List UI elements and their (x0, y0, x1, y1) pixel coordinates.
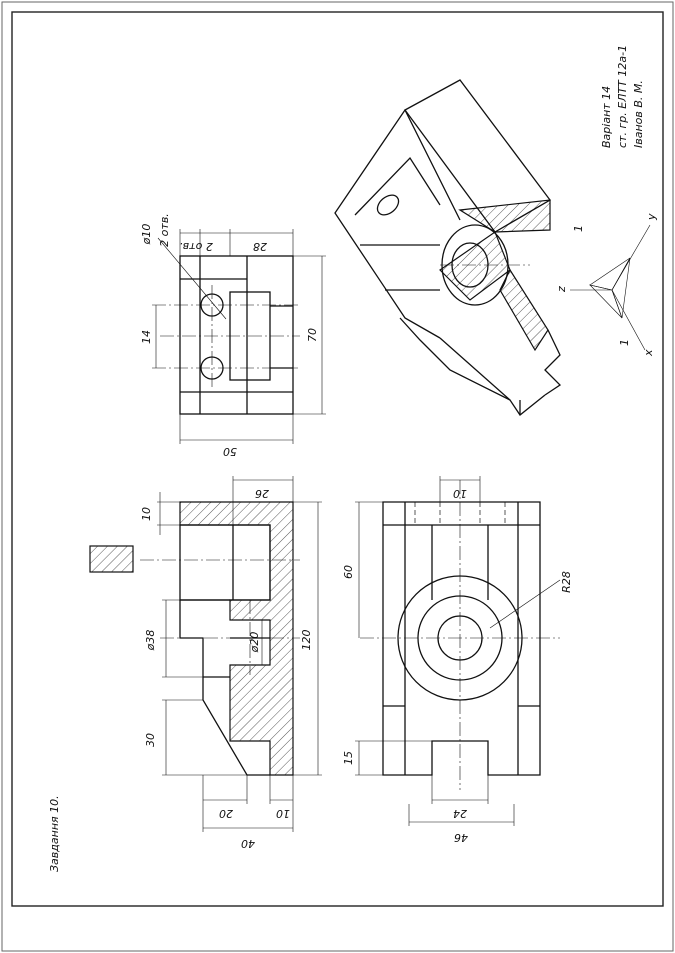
dim-side-15: 15 (342, 751, 355, 765)
dim-front-d38: ø38 (144, 630, 157, 652)
dim-front-10b: 10 (276, 807, 290, 820)
dim-wall-14: 2 отв. (179, 240, 213, 253)
dim-front-26: 26 (255, 487, 269, 500)
dim-front-30: 30 (144, 733, 157, 747)
title-block: Варiант 14 ст. гр. ЕЛТТ 12а-1 Iванов В. … (600, 45, 645, 148)
dim-front-40: 40 (241, 837, 255, 850)
dim-hole-dia: ø10 (140, 224, 153, 246)
student-label: Iванов В. М. (632, 80, 645, 148)
group-label: ст. гр. ЕЛТТ 12а-1 (616, 45, 629, 148)
dim-side-24: 24 (453, 807, 467, 820)
dim-front-20: 20 (219, 807, 233, 820)
axis-scale-1b: 1 (618, 339, 631, 346)
side-view-dimensions: 10 60 R28 15 24 46 (342, 476, 573, 844)
axis-z-label: z (555, 286, 568, 293)
dim-side-r28: R28 (560, 571, 573, 593)
side-view (360, 480, 560, 790)
dim-front-10: 10 (140, 507, 153, 521)
dim-hole-count: 2 отв. (158, 213, 171, 247)
isometric-view (334, 79, 562, 416)
dim-hole-spacing: 14 (140, 330, 153, 344)
axes-triad: z y x 1 1 (555, 213, 658, 357)
dim-side-46: 46 (454, 831, 468, 844)
dim-top-height: 70 (306, 328, 319, 342)
dim-front-d20: ø20 (248, 632, 261, 654)
variant-label: Варiант 14 (600, 86, 613, 148)
axis-x-label: x (642, 349, 655, 357)
dim-side-60: 60 (342, 565, 355, 579)
dim-top-width: 50 (223, 445, 237, 458)
dim-slot-28: 28 (253, 240, 267, 253)
dim-front-120: 120 (300, 630, 313, 651)
drawing-frame (11, 11, 664, 907)
front-view-dimensions: 10 26 ø38 ø20 120 30 20 10 40 (140, 476, 322, 850)
top-view (152, 255, 300, 415)
front-view (89, 501, 300, 776)
task-label: Завдання 10. (48, 795, 61, 872)
dim-side-10: 10 (453, 487, 467, 500)
axis-y-label: y (645, 213, 658, 221)
top-view-dimensions: 50 70 14 2 отв. 28 ø10 2 отв. (140, 213, 326, 458)
axis-scale-1a: 1 (572, 225, 585, 232)
